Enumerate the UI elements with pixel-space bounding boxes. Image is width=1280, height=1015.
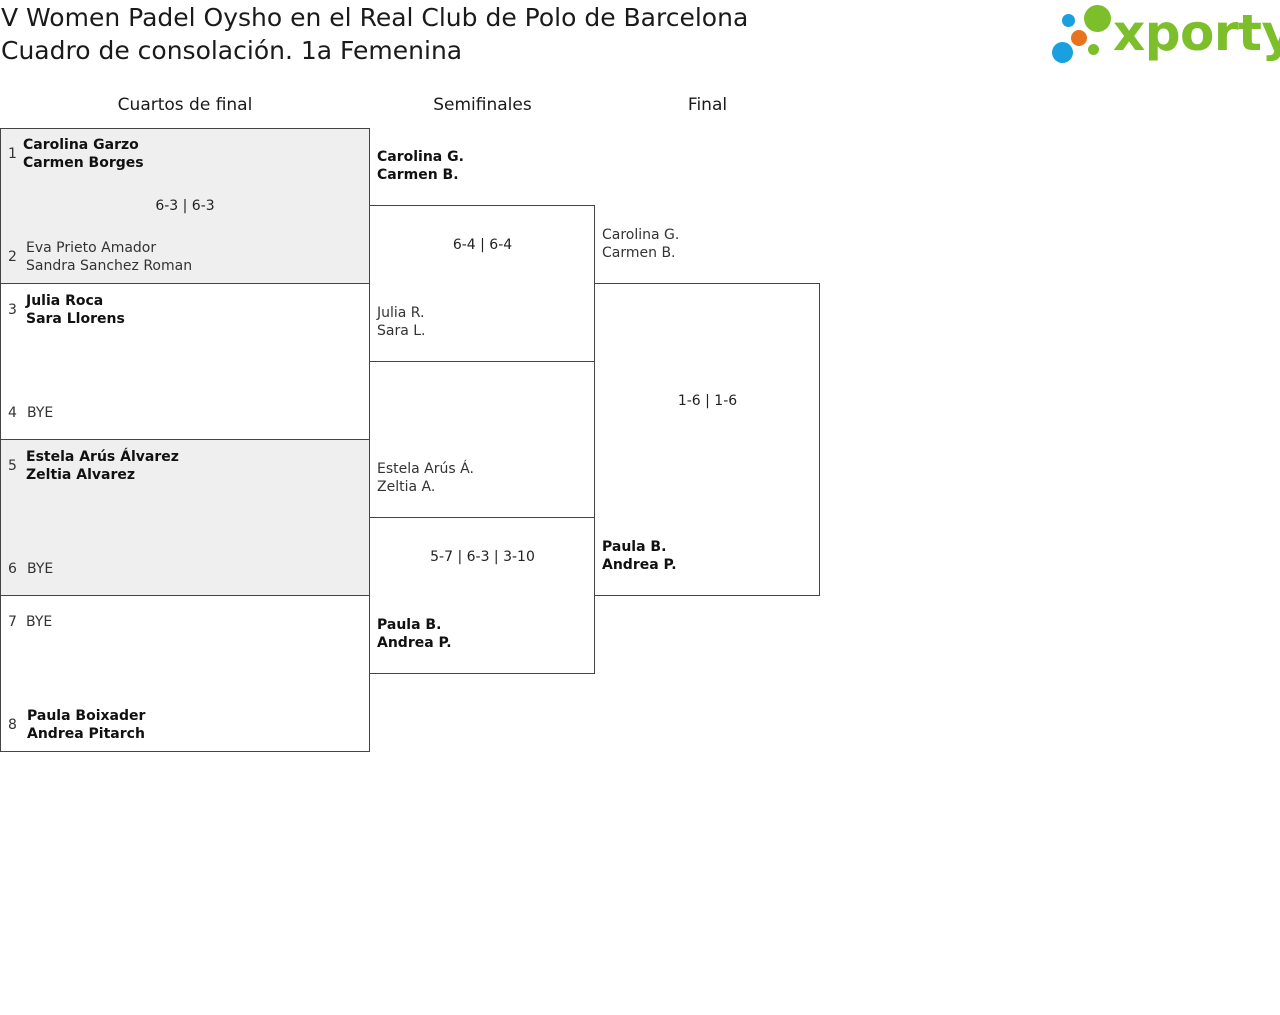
team-players[interactable]: Carolina Garzo Carmen Borges bbox=[23, 136, 144, 172]
player-name: Zeltia A. bbox=[377, 479, 436, 495]
logo-dot-orange bbox=[1071, 30, 1087, 46]
player-name: Sandra Sanchez Roman bbox=[26, 258, 193, 274]
player-name: BYE bbox=[26, 614, 53, 630]
final-score: 1-6 | 1-6 bbox=[677, 393, 738, 409]
round-heading-semifinals: Semifinales bbox=[433, 95, 532, 115]
tournament-title: V Women Padel Oysho en el Real Club de P… bbox=[1, 3, 749, 32]
seed-number: 8 bbox=[8, 717, 17, 733]
player-name: BYE bbox=[27, 405, 54, 421]
player-name: Eva Prieto Amador bbox=[26, 240, 157, 256]
player-name: Andrea P. bbox=[602, 557, 677, 573]
player-name: Paula Boixader bbox=[27, 708, 146, 724]
final-match bbox=[594, 283, 820, 596]
seed-number: 7 bbox=[8, 614, 17, 630]
seed-number: 4 bbox=[8, 405, 17, 421]
seed-number: 1 bbox=[8, 146, 17, 162]
match-score: 6-4 | 6-4 bbox=[452, 237, 513, 253]
quarterfinal-match-1 bbox=[0, 128, 370, 284]
player-name: Zeltia Alvarez bbox=[26, 467, 136, 483]
team-players[interactable]: Julia R. Sara L. bbox=[377, 304, 426, 340]
player-name: Carmen Borges bbox=[23, 155, 144, 171]
player-name: Carmen B. bbox=[602, 245, 676, 261]
logo-dot-blue-small bbox=[1062, 14, 1075, 27]
round-heading-final: Final bbox=[687, 95, 728, 115]
player-name: Carolina Garzo bbox=[23, 137, 139, 153]
player-name: Paula B. bbox=[377, 617, 442, 633]
quarterfinal-match-3 bbox=[0, 439, 370, 596]
player-name: Julia R. bbox=[377, 305, 425, 321]
team-players[interactable]: Estela Arús Álvarez Zeltia Alvarez bbox=[26, 448, 179, 484]
seed-number: 2 bbox=[8, 249, 17, 265]
player-name: Carolina G. bbox=[602, 227, 680, 243]
team-players[interactable]: Carolina G. Carmen B. bbox=[602, 226, 679, 262]
player-name: Sara Llorens bbox=[26, 311, 125, 327]
player-name: Andrea P. bbox=[377, 635, 452, 651]
player-name: Julia Roca bbox=[26, 293, 104, 309]
player-name: Carmen B. bbox=[377, 167, 459, 183]
player-name: Sara L. bbox=[377, 323, 426, 339]
team-players[interactable]: Eva Prieto Amador Sandra Sanchez Roman bbox=[26, 239, 192, 275]
player-name: Estela Arús Álvarez bbox=[26, 449, 179, 465]
round-heading-quarterfinals: Cuartos de final bbox=[117, 95, 253, 115]
team-players[interactable]: Paula Boixader Andrea Pitarch bbox=[27, 707, 145, 743]
match-score: 6-3 | 6-3 bbox=[155, 198, 215, 214]
match-score: 5-7 | 6-3 | 3-10 bbox=[430, 549, 535, 565]
player-name: Andrea Pitarch bbox=[27, 726, 145, 742]
logo-dot-blue-large bbox=[1052, 42, 1073, 63]
team-players[interactable]: Paula B. Andrea P. bbox=[377, 616, 452, 652]
seed-number: 5 bbox=[8, 458, 17, 474]
player-name: Estela Arús Á. bbox=[377, 461, 474, 477]
player-name: Paula B. bbox=[602, 539, 667, 555]
team-players[interactable]: Carolina G. Carmen B. bbox=[377, 148, 464, 184]
logo-dot-green bbox=[1084, 5, 1111, 32]
player-name: Carolina G. bbox=[377, 149, 464, 165]
team-players[interactable]: Paula B. Andrea P. bbox=[602, 538, 677, 574]
logo-wordmark: xporty bbox=[1113, 4, 1280, 62]
player-name: BYE bbox=[27, 561, 54, 577]
team-players[interactable]: Estela Arús Á. Zeltia A. bbox=[377, 460, 474, 496]
seed-number: 3 bbox=[8, 302, 17, 318]
xporty-logo[interactable]: xporty bbox=[1050, 2, 1280, 68]
team-players[interactable]: BYE bbox=[27, 404, 53, 422]
team-players[interactable]: BYE bbox=[26, 613, 52, 631]
logo-dot-green-small bbox=[1088, 44, 1099, 55]
team-players[interactable]: Julia Roca Sara Llorens bbox=[26, 292, 125, 328]
draw-subtitle: Cuadro de consolación. 1a Femenina bbox=[1, 36, 463, 65]
seed-number: 6 bbox=[8, 561, 17, 577]
team-players[interactable]: BYE bbox=[27, 560, 53, 578]
